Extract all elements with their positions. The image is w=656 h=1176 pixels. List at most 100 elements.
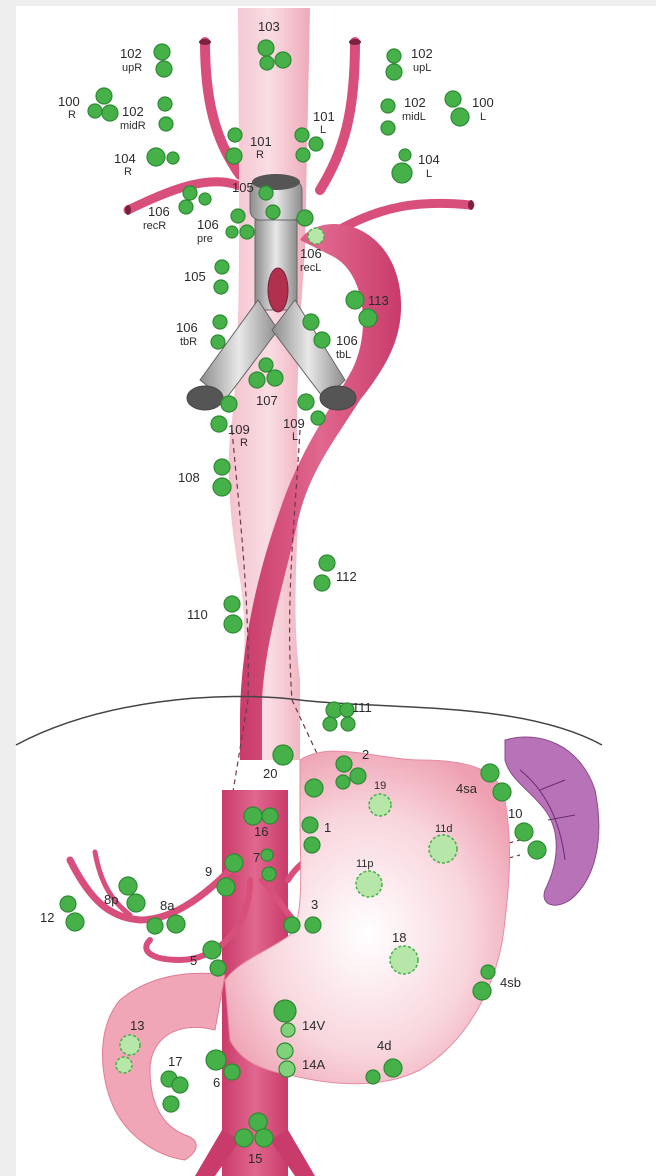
node-2-a <box>336 756 352 772</box>
label-4d: 4d <box>377 1038 391 1053</box>
node-109L-a <box>298 394 314 410</box>
node-4d-b <box>384 1059 402 1077</box>
label-100L-num: 100 <box>472 95 494 110</box>
label-102upL-sub: upL <box>413 62 431 74</box>
node-12-b <box>66 913 84 931</box>
node-16-a <box>244 807 262 825</box>
label-103: 103 <box>258 19 280 34</box>
label-18: 18 <box>392 930 406 945</box>
label-106tbR-sub: tbR <box>180 336 197 348</box>
label-110: 110 <box>187 607 208 622</box>
node-14A-a <box>277 1043 293 1059</box>
label-8a: 8a <box>160 898 175 913</box>
label-100R-sub: R <box>68 109 76 121</box>
node-101L-b <box>309 137 323 151</box>
node-109R-a <box>221 396 237 412</box>
node-106pre-a <box>231 209 245 223</box>
vessel-end-left <box>199 39 211 45</box>
node-103-a <box>258 40 274 56</box>
node-13-a <box>120 1035 140 1055</box>
node-111-c <box>323 717 337 731</box>
node-15-b <box>235 1129 253 1147</box>
label-11d: 11d <box>435 823 453 835</box>
node-109R-b <box>211 416 227 432</box>
node-2-c <box>336 775 350 789</box>
label-106tbR-num: 106 <box>176 320 198 335</box>
node-106pre-c <box>240 225 254 239</box>
node-107-b <box>267 370 283 386</box>
node-10-b <box>528 841 546 859</box>
node-102upL-a <box>387 49 401 63</box>
label-109R-num: 109 <box>228 422 250 437</box>
label-106recL-sub: recL <box>300 262 321 274</box>
label-4sa: 4sa <box>456 781 478 796</box>
node-106tbR-a <box>213 315 227 329</box>
label-113: 113 <box>368 293 389 308</box>
label-100L-sub: L <box>480 111 486 123</box>
node-1-b <box>304 837 320 853</box>
node-5-a <box>203 941 221 959</box>
node-13-b <box>116 1057 132 1073</box>
node-17-c <box>163 1096 179 1112</box>
label-7: 7 <box>253 850 260 865</box>
node-113-b <box>359 309 377 327</box>
node-14V-b <box>281 1023 295 1037</box>
label-9: 9 <box>205 864 212 879</box>
label-101R-num: 101 <box>250 134 272 149</box>
node-17-b <box>172 1077 188 1093</box>
node-103-c <box>260 56 274 70</box>
node-8p-b <box>127 894 145 912</box>
node-102midR-a <box>158 97 172 111</box>
label-106pre-sub: pre <box>197 233 213 245</box>
label-104L-num: 104 <box>418 152 440 167</box>
label-109L-num: 109 <box>283 416 305 431</box>
label-100R-num: 100 <box>58 94 80 109</box>
node-105-b <box>266 205 280 219</box>
label-101L-num: 101 <box>313 109 335 124</box>
label-106recR-sub: recR <box>143 220 166 232</box>
node-106recR-c <box>179 200 193 214</box>
label-16: 16 <box>254 824 268 839</box>
node-11d <box>429 835 457 863</box>
node-6-a <box>206 1050 226 1070</box>
node-100R-c <box>102 105 118 121</box>
node-106recR-b <box>199 193 211 205</box>
vessel-end-subclavian-left <box>125 205 131 215</box>
label-106recR-num: 106 <box>148 204 170 219</box>
node-105-a <box>259 186 273 200</box>
node-10-a <box>515 823 533 841</box>
node-7-a <box>261 849 273 861</box>
node-3-a <box>284 917 300 933</box>
node-107-a <box>249 372 265 388</box>
node-4d-a <box>366 1070 380 1084</box>
label-104R-num: 104 <box>114 151 136 166</box>
label-105-mid: 105 <box>184 269 206 284</box>
node-104R-b <box>167 152 179 164</box>
node-103-b <box>275 52 291 68</box>
node-112-b <box>314 575 330 591</box>
label-4sb: 4sb <box>500 975 521 990</box>
label-14A: 14A <box>302 1057 325 1072</box>
node-106tbL-a <box>303 314 319 330</box>
label-1: 1 <box>324 820 331 835</box>
node-4sb-b <box>473 982 491 1000</box>
label-106tbL-num: 106 <box>336 333 358 348</box>
label-102upR-sub: upR <box>122 62 142 74</box>
node-101R-b <box>226 148 242 164</box>
node-104L-b <box>392 163 412 183</box>
node-112-a <box>319 555 335 571</box>
node-104L-a <box>399 149 411 161</box>
node-106recL-a <box>297 210 313 226</box>
label-20: 20 <box>263 766 277 781</box>
node-8a-a <box>147 918 163 934</box>
label-19: 19 <box>374 780 386 792</box>
node-102upL-b <box>386 64 402 80</box>
node-15-c <box>255 1129 273 1147</box>
node-20-a <box>273 745 293 765</box>
node-6-b <box>224 1064 240 1080</box>
node-102midL-a <box>381 99 395 113</box>
label-109R-sub: R <box>240 437 248 449</box>
label-14V: 14V <box>302 1018 325 1033</box>
node-108-b <box>213 478 231 496</box>
